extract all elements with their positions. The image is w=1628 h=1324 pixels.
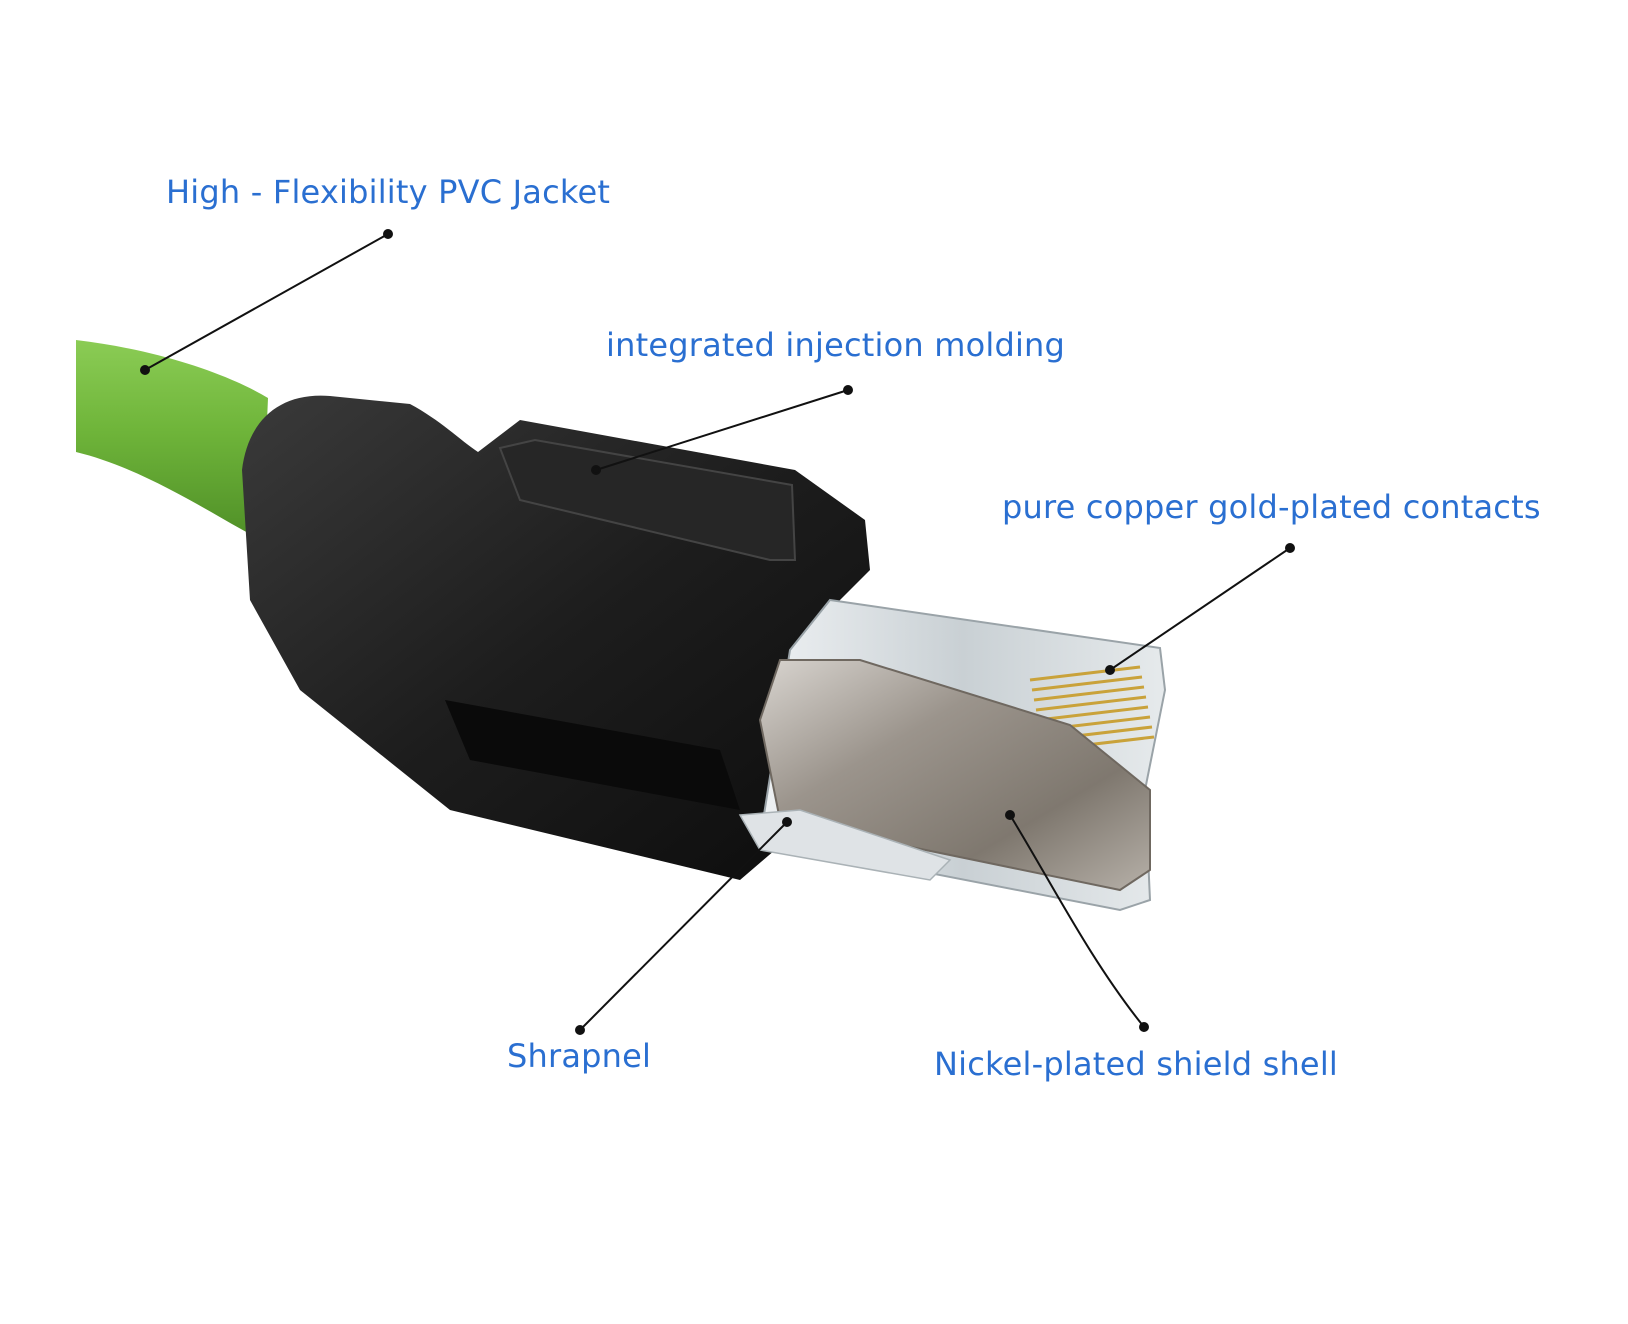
leader-shrapnel: [579, 821, 788, 1031]
callout-injection-molding: integrated injection molding: [606, 326, 1066, 364]
callout-gold-contacts: pure copper gold-plated contacts: [1002, 488, 1541, 526]
leader-shell-dot-a: [1005, 810, 1015, 820]
leader-contacts: [1109, 547, 1291, 671]
leader-shell: [1009, 814, 1145, 1028]
leader-jacket-dot-a: [383, 229, 393, 239]
leader-shell-dot-b: [1139, 1022, 1149, 1032]
leader-contacts-dot-a: [1285, 543, 1295, 553]
leader-shrapnel-dot-b: [782, 817, 792, 827]
leader-shrapnel-dot-a: [575, 1025, 585, 1035]
leader-jacket: [144, 233, 389, 371]
leader-jacket-dot-b: [140, 365, 150, 375]
cable-jacket: [76, 340, 268, 540]
latch-clip: [738, 809, 952, 881]
leader-molding: [595, 389, 849, 471]
boot-top-panel: [498, 438, 797, 561]
leader-lines: [140, 229, 1295, 1035]
callout-shield-shell: Nickel-plated shield shell: [934, 1045, 1338, 1083]
leader-contacts-dot-b: [1105, 665, 1115, 675]
leader-molding-dot-a: [843, 385, 853, 395]
leader-molding-dot-b: [591, 465, 601, 475]
callout-shrapnel: Shrapnel: [507, 1037, 652, 1075]
boot-slot: [445, 700, 740, 810]
callout-pvc-jacket: High - Flexibility PVC Jacket: [166, 173, 611, 211]
